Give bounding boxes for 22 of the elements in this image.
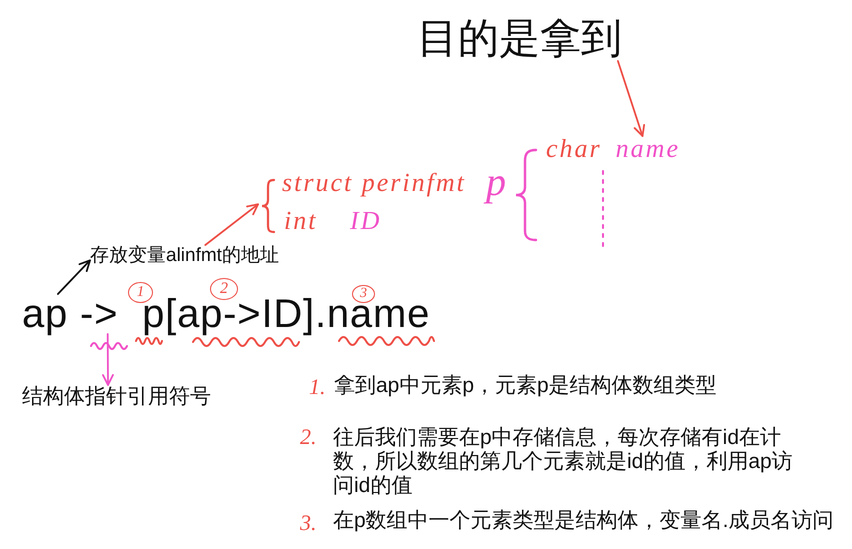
circled-number: 1 xyxy=(128,282,153,303)
code-text: p xyxy=(486,160,506,204)
note-text: 往后我们需要在p中存储信息，每次存储有id在计数，所以数组的第几个元素就是id的值，利用ap访问id的值 xyxy=(333,426,794,498)
code-text: struct perinfmt xyxy=(282,170,466,196)
code-text: name xyxy=(616,134,680,163)
list-number: 3. xyxy=(300,510,316,536)
note-text: 结构体指针引用符号 xyxy=(22,385,211,409)
list-number: 2. xyxy=(300,424,316,450)
code-text: int xyxy=(284,208,318,234)
note-text: 拿到ap中元素p，元素p是结构体数组类型 xyxy=(334,374,717,398)
code-text: char xyxy=(546,134,602,163)
note-text: 在p数组中一个元素类型是结构体，变量名.成员名访问 xyxy=(333,509,834,533)
note-text: 存放变量alinfmt的地址 xyxy=(90,245,279,267)
code-text: ID xyxy=(350,208,382,234)
circled-number: 3 xyxy=(352,285,375,303)
arrow xyxy=(204,203,259,246)
heading-text: 目的是拿到 xyxy=(417,15,622,61)
circled-number: 2 xyxy=(210,278,238,300)
list-number: 1. xyxy=(309,374,326,400)
arrow xyxy=(57,260,91,295)
arrow xyxy=(617,60,646,137)
arrow xyxy=(102,333,114,386)
